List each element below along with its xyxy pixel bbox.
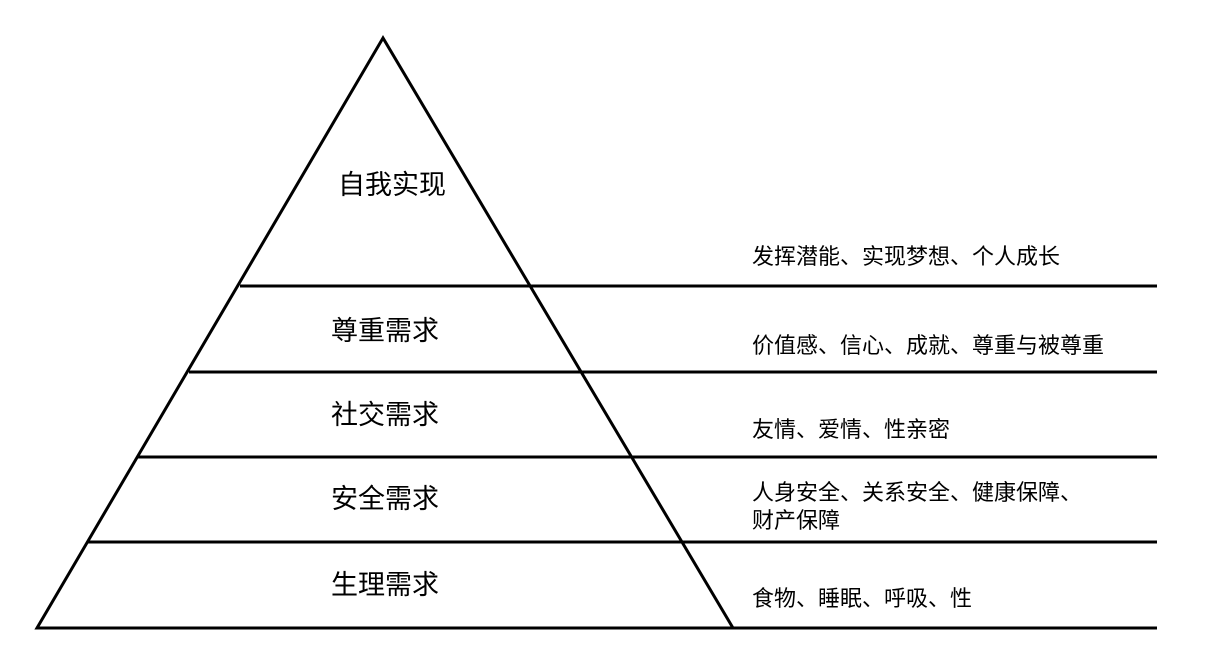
level-description-safety-line-2: 财产保障 [752, 509, 841, 534]
level-description-social: 友情、爱情、性亲密 [752, 418, 951, 443]
level-label-self-actualization: 自我实现 [338, 170, 446, 201]
level-label-social: 社交需求 [331, 400, 439, 431]
level-label-physiological: 生理需求 [331, 570, 439, 601]
level-description-self-actualization: 发挥潜能、实现梦想、个人成长 [752, 245, 1061, 270]
level-label-esteem: 尊重需求 [331, 316, 439, 347]
level-description-esteem: 价值感、信心、成就、尊重与被尊重 [752, 334, 1105, 359]
level-label-safety: 安全需求 [331, 484, 439, 515]
level-description-safety-line-1: 人身安全、关系安全、健康保障、 [752, 481, 1083, 506]
level-description-physiological: 食物、睡眠、呼吸、性 [752, 587, 973, 612]
